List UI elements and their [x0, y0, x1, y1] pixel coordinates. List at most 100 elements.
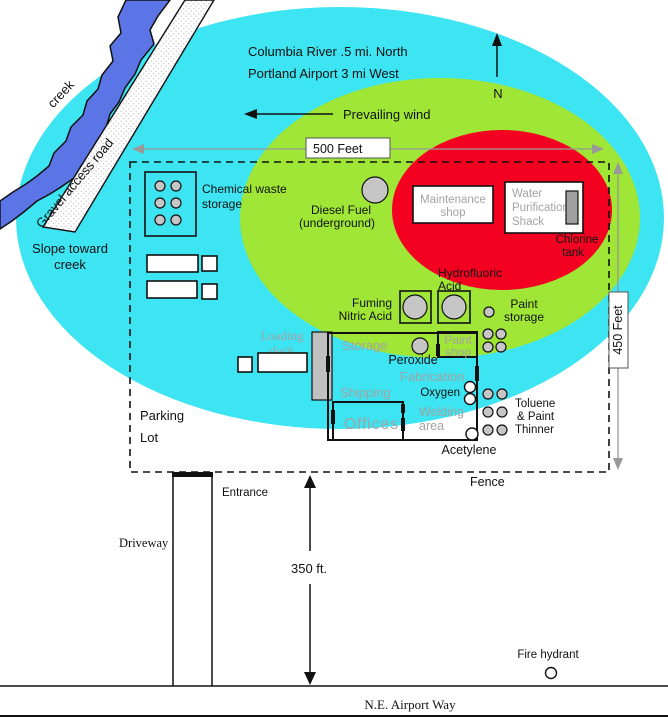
- paint-drum: [495, 341, 507, 353]
- chlorine-tank-shape: [565, 190, 579, 225]
- height-dim-bottom-arrowhead: [613, 458, 623, 470]
- welding-area-label-line2: area: [419, 419, 444, 433]
- width-dimension: 500 Feet: [132, 137, 604, 159]
- toluene-drum: [496, 424, 508, 436]
- paint-shop-label-line1: Paint: [444, 333, 472, 347]
- diesel-label-line2: (underground): [299, 216, 375, 230]
- toluene-drum: [482, 388, 494, 400]
- oxygen-label: Oxygen: [420, 387, 460, 399]
- airport-way-road: N.E. Airport Way: [0, 685, 668, 717]
- portland-airport-label: Portland Airport 3 mi West: [248, 66, 399, 81]
- paint-shop-label-line2: shop: [445, 345, 471, 359]
- driveway-dim-bottom-arrowhead: [304, 672, 316, 685]
- hydrofluoric-label-line1: Hydrofluoric: [438, 266, 502, 280]
- chemical-points: Peroxide Oxygen Acetylene Toluene & Pain…: [388, 337, 555, 457]
- acid-storage: Hydrofluoric Acid Fuming Nitric Acid: [339, 266, 502, 324]
- loading-dock-label-line1: Loading: [260, 328, 304, 343]
- oxygen-cylinder: [463, 392, 477, 406]
- nitric-acid-enclosure: [399, 290, 432, 324]
- hydrofluoric-label-line2: Acid: [438, 279, 461, 293]
- waste-drum: [154, 214, 166, 226]
- waste-drum: [170, 180, 182, 192]
- width-dim-right-arrowhead: [592, 144, 604, 154]
- toluene-label-line1: Toluene: [515, 398, 555, 410]
- height-dimension-label-box: [608, 291, 629, 369]
- driveway-dim-top-arrowhead: [304, 475, 316, 488]
- diesel-fuel: Diesel Fuel (underground): [299, 176, 389, 230]
- paint-storage-label-line2: storage: [504, 310, 544, 324]
- driveway-dimension: 350 ft.: [291, 475, 327, 685]
- water-shack-label-line1: Water: [512, 188, 542, 200]
- parking-label-line1: Parking: [140, 408, 184, 423]
- slope-label-line1: Slope toward: [32, 241, 108, 256]
- toluene-label-line2: & Paint: [517, 411, 555, 423]
- width-dim-left-arrowhead: [132, 144, 144, 154]
- entrance-gate: [172, 472, 213, 477]
- maintenance-label-line2: shop: [441, 207, 466, 219]
- fuming-nitric-label-line2: Nitric Acid: [339, 309, 392, 323]
- storage-area-label: Storage: [342, 338, 388, 353]
- acetylene-label: Acetylene: [442, 443, 497, 457]
- maintenance-shop: Maintenance shop: [412, 185, 494, 224]
- acetylene-cylinder: [465, 427, 479, 441]
- storage-shed: [146, 280, 198, 299]
- gravel-road-shape: [41, 0, 215, 233]
- top-annotations: Columbia River .5 mi. North Portland Air…: [244, 33, 503, 122]
- maintenance-label-line1: Maintenance: [420, 194, 486, 206]
- entrance-label: Entrance: [222, 487, 268, 499]
- paint-storage-label-line1: Paint: [510, 297, 538, 311]
- fence-group: Fence: [129, 161, 610, 489]
- hydrofluoric-acid-enclosure: [437, 290, 471, 324]
- chemical-waste-label-line1: Chemical waste: [202, 182, 287, 196]
- height-dim-top-arrowhead: [613, 162, 623, 174]
- inner-hazard-zone: [392, 130, 612, 290]
- fuming-nitric-label-line1: Fuming: [352, 296, 392, 310]
- chemical-waste-storage: Chemical waste storage: [144, 171, 287, 300]
- fabrication-area-label: Fabrication: [400, 369, 464, 384]
- prevailing-wind-label: Prevailing wind: [343, 107, 430, 122]
- north-arrowhead: [492, 33, 502, 46]
- parking-label-line2: Lot: [140, 430, 158, 445]
- width-dimension-label: 500 Feet: [313, 142, 363, 156]
- storage-shed: [146, 254, 199, 273]
- fire-hydrant-marker: [544, 666, 558, 680]
- chlorine-label-line1: Chlorine: [556, 234, 599, 246]
- peroxide-tank: [411, 337, 429, 355]
- waste-drum: [154, 180, 166, 192]
- height-dimension-label: 450 Feet: [611, 305, 625, 355]
- welding-area-label-line1: Welding: [419, 405, 464, 419]
- width-dimension-label-box: [305, 137, 391, 159]
- fire-hydrant-group: Fire hydrant: [517, 649, 579, 680]
- storage-shed-small: [201, 283, 218, 300]
- truck-cab: [237, 356, 253, 373]
- road-name-label: N.E. Airport Way: [364, 697, 456, 712]
- chemical-waste-building: [144, 171, 197, 237]
- diesel-label-line1: Diesel Fuel: [311, 203, 371, 217]
- toluene-drum: [496, 388, 508, 400]
- waste-drum: [154, 197, 166, 209]
- fence-boundary: [129, 161, 610, 473]
- storage-shed-small: [201, 255, 218, 272]
- north-label: N: [493, 86, 502, 101]
- diesel-tank: [361, 176, 389, 204]
- offices-label: Offices: [344, 416, 399, 433]
- driveway-dimension-label: 350 ft.: [291, 561, 327, 576]
- paint-drum: [495, 328, 507, 340]
- waste-drum: [170, 197, 182, 209]
- toluene-drum: [482, 424, 494, 436]
- toluene-label-line3: Thinner: [515, 424, 554, 436]
- paint-storage: Paint storage: [482, 297, 544, 353]
- water-shack-label-line2: Purification: [512, 202, 569, 214]
- prevailing-wind-arrowhead: [244, 109, 257, 119]
- truck-trailer: [257, 352, 308, 373]
- height-dimension: 450 Feet: [608, 162, 629, 470]
- columbia-river-label: Columbia River .5 mi. North: [248, 44, 408, 59]
- water-shack-label-line3: Shack: [512, 216, 544, 228]
- waste-drum: [170, 214, 182, 226]
- slope-label-line2: creek: [54, 257, 86, 272]
- driveway-group: Entrance Driveway: [119, 472, 268, 686]
- water-purification-shack: Water Purification Shack Chlorine tank: [504, 181, 599, 259]
- driveway-label: Driveway: [119, 536, 169, 550]
